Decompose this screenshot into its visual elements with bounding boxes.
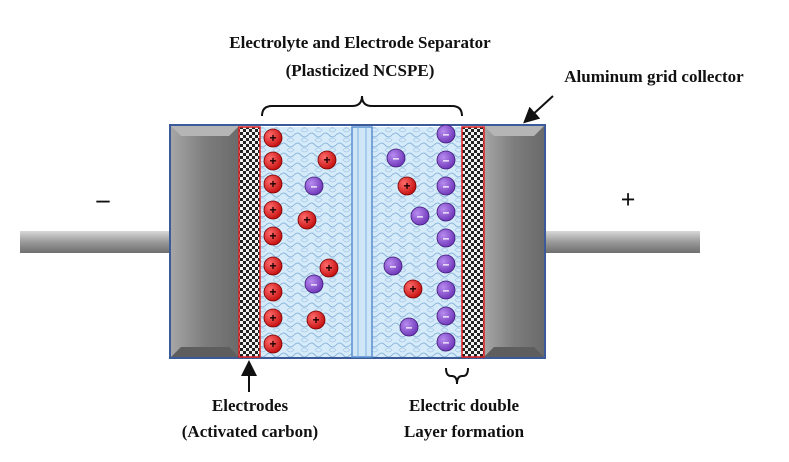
cation-sign: + [323,153,330,167]
anion-ion: – [410,206,430,226]
anion-sign: – [443,205,450,219]
anion-ion: – [436,228,456,248]
ions-layer: +++++++++++++++––––––––––––––– [263,124,456,354]
cation-ion: + [263,151,283,171]
cation-ion: + [319,258,339,278]
cation-sign: + [269,131,276,145]
anion-sign: – [443,153,450,167]
anion-sign: – [443,309,450,323]
cation-sign: + [303,213,310,227]
separator-title-line1: Electrolyte and Electrode Separator [229,33,491,52]
cation-sign: + [269,311,276,325]
negative-terminal-sign: – [96,185,111,214]
collector-label: Aluminum grid collector [564,67,744,86]
separator-brace [261,95,463,117]
cation-sign: + [325,261,332,275]
cation-sign: + [269,259,276,273]
cation-ion: + [397,176,417,196]
cation-sign: + [269,285,276,299]
cation-sign: + [269,203,276,217]
cation-ion: + [263,174,283,194]
anion-sign: – [390,259,397,273]
separator-membrane [351,126,373,358]
cation-ion: + [263,308,283,328]
anion-ion: – [386,148,406,168]
anion-sign: – [443,335,450,349]
cation-ion: + [306,310,326,330]
cation-sign: + [403,179,410,193]
left-collector [171,126,239,357]
anion-ion: – [436,280,456,300]
cation-ion: + [263,226,283,246]
anion-sign: – [443,231,450,245]
positive-terminal-sign: + [621,185,636,214]
cation-sign: + [312,313,319,327]
negative-terminal-rod [20,231,170,253]
right-electrode [461,126,485,358]
cation-ion: + [263,256,283,276]
anion-ion: – [304,176,324,196]
anion-ion: – [304,274,324,294]
anion-sign: – [443,127,450,141]
collector-arrow [523,95,554,124]
cation-ion: + [317,150,337,170]
cation-ion: + [263,200,283,220]
edl-label-line1: Electric double [409,396,519,415]
cation-sign: + [269,229,276,243]
cation-ion: + [403,279,423,299]
anion-sign: – [311,179,318,193]
right-collector [484,126,544,357]
anion-ion: – [436,202,456,222]
cation-sign: + [269,154,276,168]
anion-ion: – [383,256,403,276]
anion-sign: – [406,320,413,334]
anion-ion: – [436,176,456,196]
electrodes-label-line2: (Activated carbon) [182,422,318,441]
positive-terminal-rod [545,231,700,253]
anion-sign: – [311,277,318,291]
separator-title-line2: (Plasticized NCSPE) [286,61,435,80]
cation-sign: + [269,177,276,191]
edl-label-line2: Layer formation [404,422,525,441]
anion-ion: – [436,254,456,274]
edl-brace [445,367,469,385]
cell-frame [169,124,546,359]
anion-ion: – [436,332,456,352]
anion-ion: – [436,150,456,170]
anion-sign: – [393,151,400,165]
anion-sign: – [443,257,450,271]
cation-sign: + [409,282,416,296]
left-electrode [238,126,261,358]
electrodes-label-line1: Electrodes [212,396,289,415]
anion-sign: – [417,209,424,223]
anion-ion: – [436,124,456,144]
cation-ion: + [263,334,283,354]
cation-ion: + [263,128,283,148]
anion-sign: – [443,179,450,193]
anion-sign: – [443,283,450,297]
cation-sign: + [269,337,276,351]
anion-ion: – [436,306,456,326]
cation-ion: + [263,282,283,302]
anion-ion: – [399,317,419,337]
cation-ion: + [297,210,317,230]
